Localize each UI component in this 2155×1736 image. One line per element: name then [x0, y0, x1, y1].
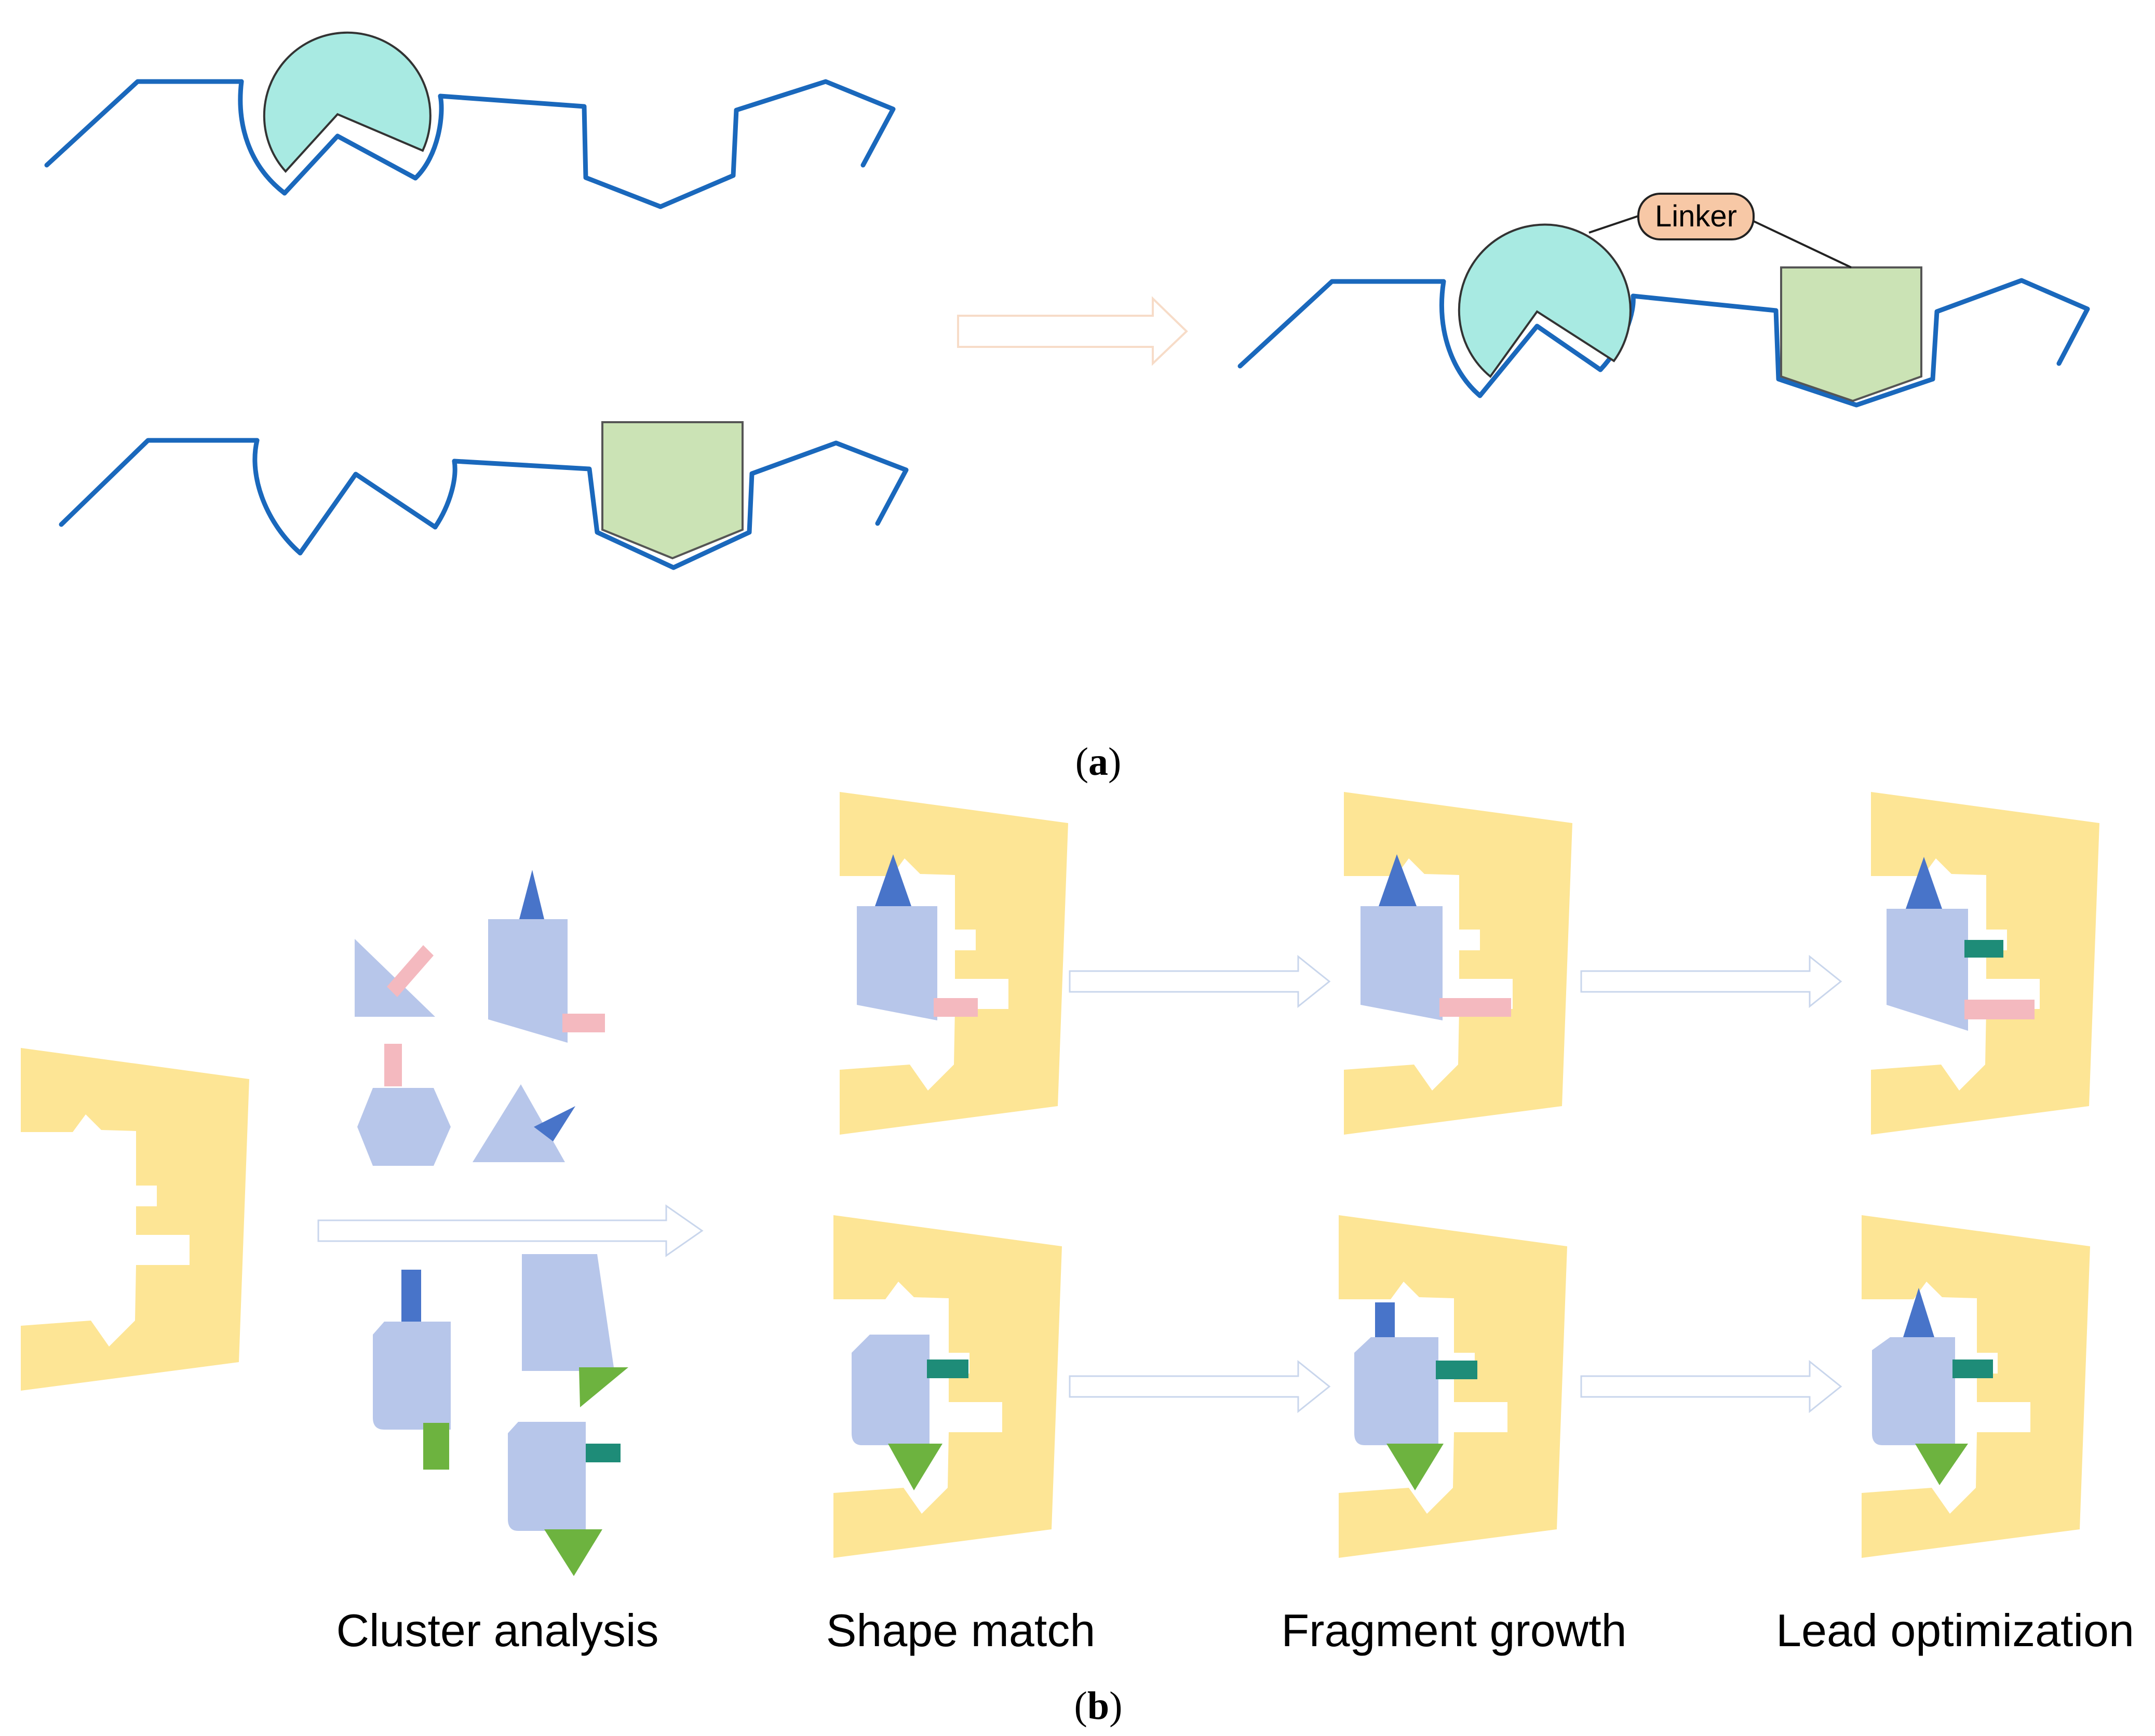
caption-a: (a)	[1075, 740, 1122, 784]
label-lead-optimization: Lead optimization	[1776, 1605, 2134, 1656]
label-shape-match: Shape match	[826, 1605, 1096, 1656]
panel-b: Cluster analysis Shape match Fragment gr…	[21, 792, 2134, 1728]
pentagon-fragment-linked	[1780, 266, 1922, 402]
arrow-top-2	[1580, 956, 1842, 1007]
protein-chain-bottom	[59, 421, 909, 570]
circle-fragment-linked	[1458, 223, 1632, 378]
linker-badge	[1637, 193, 1755, 240]
linker-label: Linker	[1655, 199, 1737, 233]
arrow-bottom-2	[1580, 1361, 1842, 1412]
label-cluster-analysis: Cluster analysis	[336, 1605, 658, 1656]
arrow-top-1	[1069, 956, 1330, 1007]
shape-match-bottom	[833, 1215, 1062, 1558]
lead-optimization-bottom	[1862, 1215, 2090, 1558]
linker-line-right	[1752, 220, 1852, 268]
linker-line-left	[1588, 214, 1640, 234]
protein-chain-top	[44, 31, 896, 209]
pentagon-fragment	[601, 421, 744, 560]
fragment-library	[355, 870, 628, 1576]
arrow-a	[957, 296, 1188, 366]
caption-b: (b)	[1074, 1684, 1123, 1728]
circle-fragment	[263, 31, 432, 173]
shape-match-top	[840, 792, 1068, 1135]
panel-a: Linker (a)	[44, 31, 2090, 784]
fragment-growth-bottom	[1339, 1215, 1567, 1558]
label-fragment-growth: Fragment growth	[1281, 1605, 1626, 1656]
lead-optimization-top	[1871, 792, 2099, 1135]
fragment-growth-top	[1344, 792, 1572, 1135]
arrow-bottom-1	[1069, 1361, 1330, 1412]
arrow-library	[317, 1204, 704, 1257]
target-pocket	[21, 1048, 249, 1391]
protein-chain-linked: Linker	[1237, 193, 2090, 408]
